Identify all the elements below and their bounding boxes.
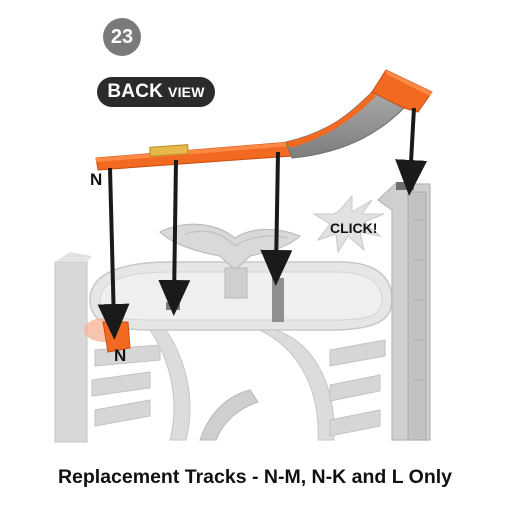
click-burst xyxy=(312,194,385,254)
view-label-word2: VIEW xyxy=(168,84,205,100)
center-sculpture xyxy=(158,223,302,299)
view-label-word1: BACK xyxy=(107,81,164,102)
step-number-badge: 23 xyxy=(103,18,141,56)
click-label: CLICK! xyxy=(330,220,378,236)
orange-track-straight xyxy=(95,141,293,171)
replacement-tracks-caption: Replacement Tracks - N-M, N-K and L Only xyxy=(57,466,453,488)
left-tower xyxy=(54,252,92,443)
track-end-label-bottom: N xyxy=(114,346,127,365)
track-connector-slot xyxy=(166,302,180,310)
view-label-pill: BACK VIEW xyxy=(97,77,215,107)
assembly-arrows xyxy=(97,107,428,340)
track-end-label-top: N xyxy=(90,170,103,189)
track-connector-post xyxy=(272,278,284,322)
curved-ramp-track xyxy=(285,69,433,159)
lower-ramps xyxy=(91,329,386,441)
